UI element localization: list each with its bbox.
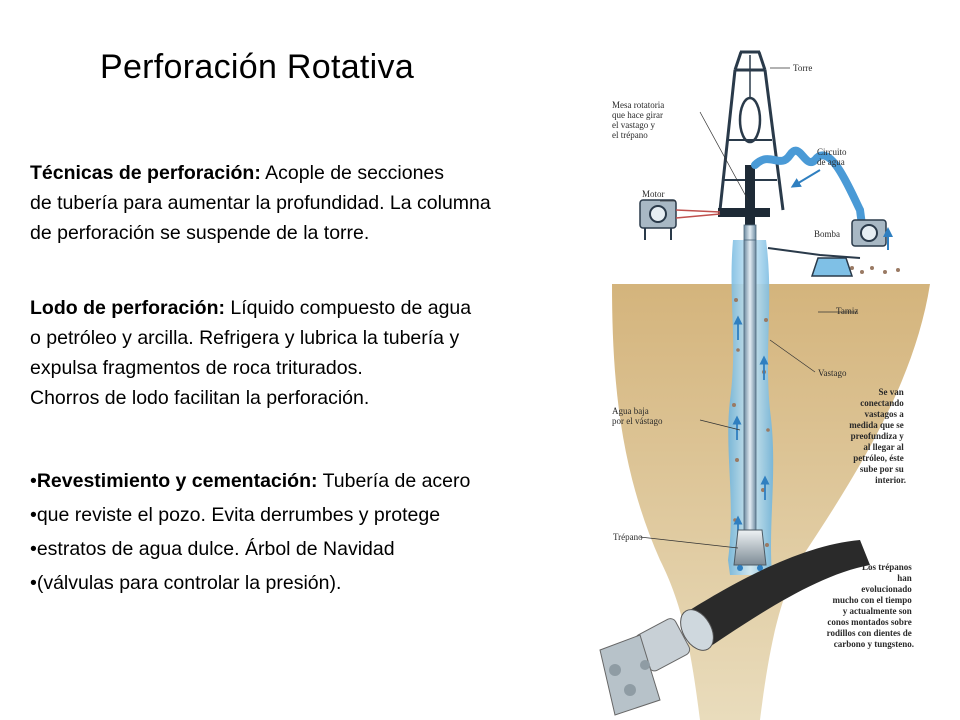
section-first-line: Técnicas de perforación: Acople de secci… [30,158,605,188]
label-vastagos-conectando: Se van conectando vastagos a medida que … [849,387,906,485]
section-revestimiento: •Revestimiento y cementación: Tubería de… [30,464,605,600]
section-heading: Revestimiento y cementación: [36,470,318,492]
label-torre: Torre [793,63,812,73]
bullet-line: •que reviste el pozo. Evita derrumbes y … [30,498,605,532]
label-trepano: Trépano [613,532,643,542]
bullet-glyph: • [30,504,37,526]
sieve-tank [810,257,854,277]
label-mesa-rotatoria: Mesa rotatoria que hace girar el vastago… [612,100,666,140]
drill-bit [733,529,767,571]
label-vastago: Vastago [818,368,847,378]
label-tamiz: Tamiz [836,306,858,316]
section-text: Acople de secciones [260,162,445,184]
section-heading: Lodo de perforación: [30,297,225,319]
label-trepanos-nota: Los trépanos han evolucionado mucho con … [827,562,914,649]
pump [851,219,893,250]
label-motor: Motor [642,189,665,199]
section-text: Líquido compuesto de agua [225,297,472,319]
section-lodo-perforacion: Lodo de perforación: Líquido compuesto d… [30,293,605,413]
section-perforacion-tecnicas: Técnicas de perforación: Acople de secci… [30,158,605,248]
section-text: de perforación se suspende de la torre. [30,222,370,244]
section-text: que reviste el pozo. Evita derrumbes y p… [36,504,441,526]
bullet-glyph: • [30,470,37,492]
bullet-line: •(válvulas para controlar la presión). [30,566,605,600]
bullet-line: •estratos de agua dulce. Árbol de Navida… [30,532,605,566]
section-text: (válvulas para controlar la presión). [36,572,342,594]
bullet-glyph: • [30,538,37,560]
bullet-glyph: • [30,572,37,594]
bit-evolution-illustration [599,540,870,716]
drilling-rig-diagram: Torre Mesa rotatoria que hace girar el v… [599,50,930,720]
motor [639,199,721,240]
derrick-tower [718,50,785,211]
kelly [745,165,755,225]
section-text: estratos de agua dulce. Árbol de Navidad [36,538,395,560]
bullet-line: •Revestimiento y cementación: Tubería de… [30,464,605,498]
water-circuit-hose [751,146,866,229]
section-text: expulsa fragmentos de roca triturados. [30,357,363,379]
section-text: Chorros de lodo facilitan la perforación… [30,387,370,409]
label-circuito-agua: Circuito de agua [817,147,849,167]
rotary-table [718,208,770,217]
label-bomba: Bomba [814,229,840,239]
return-line [767,247,861,259]
section-text: de tubería para aumentar la profundidad.… [30,192,491,214]
label-agua-baja: Agua baja por el vástago [612,406,663,426]
slide-title: Perforación Rotativa [100,48,415,86]
section-text: o petróleo y arcilla. Refrigera y lubric… [30,327,460,349]
section-text: Tubería de acero [317,470,471,492]
section-heading: Técnicas de perforación: [30,162,261,184]
section-first-line: Lodo de perforación: Líquido compuesto d… [30,293,605,323]
